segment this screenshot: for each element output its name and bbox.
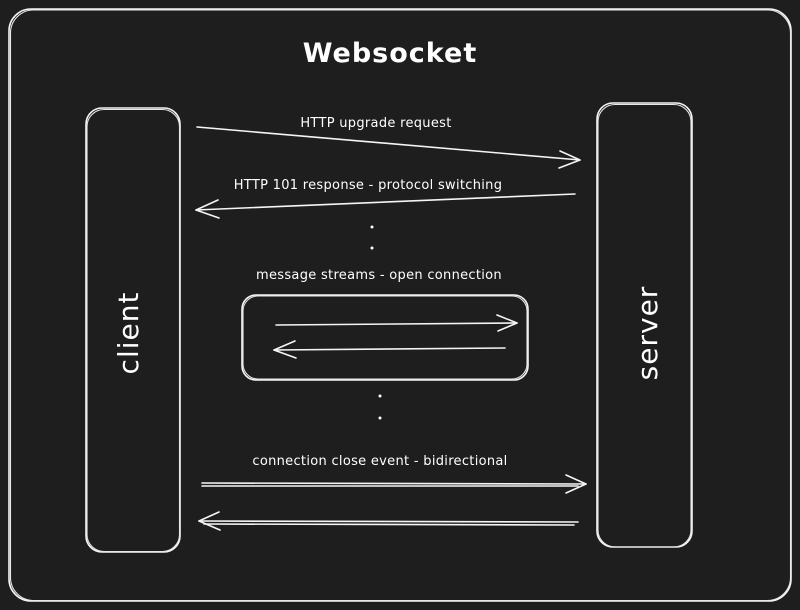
server-box-sketch <box>597 103 692 548</box>
stream-arrow-to-server <box>275 314 518 332</box>
close-arrow-to-client <box>198 511 579 531</box>
upgrade-request-arrow <box>196 126 581 169</box>
streams-label: message streams - open connection <box>256 268 502 283</box>
upgrade-request-label: HTTP upgrade request <box>300 116 451 131</box>
stream-arrow-to-client <box>273 340 506 359</box>
canvas-frame-sketch <box>9 9 792 602</box>
client-label: client <box>112 292 145 375</box>
close-event-label: connection close event - bidirectional <box>252 454 507 469</box>
streams-box-sketch <box>242 295 528 380</box>
client-box-sketch <box>86 108 181 553</box>
close-arrow-to-server <box>201 474 587 494</box>
ellipsis-lower <box>378 394 382 420</box>
diagram-title: Websocket <box>303 38 478 69</box>
server-label: server <box>631 286 664 381</box>
switch-response-label: HTTP 101 response - protocol switching <box>234 178 503 193</box>
ellipsis-upper <box>370 225 374 250</box>
streams-box <box>241 294 529 381</box>
switch-response-arrow <box>195 193 576 219</box>
